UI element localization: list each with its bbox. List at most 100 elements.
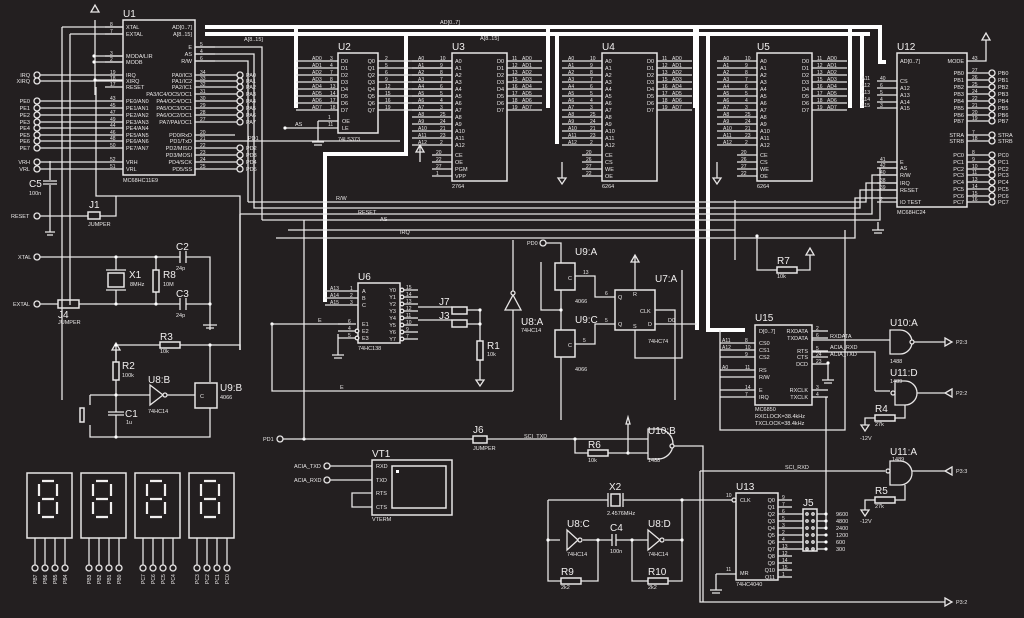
seven-segment-digit (134, 472, 181, 539)
svg-text:CLK: CLK (640, 309, 651, 315)
terminal-label: PC0 (998, 153, 1009, 159)
terminal-pc5[interactable] (988, 185, 996, 193)
terminal-irq[interactable] (33, 71, 41, 79)
acia-rxd-terminal[interactable] (323, 476, 331, 484)
terminal-pa1[interactable] (236, 77, 244, 85)
terminal-stra[interactable] (988, 131, 996, 139)
net-label: A0 (418, 56, 424, 62)
pin-number: 40 (880, 76, 886, 82)
terminal-pb0[interactable] (988, 69, 996, 77)
terminal-pe2[interactable] (33, 111, 41, 119)
xtal-terminal[interactable] (33, 253, 41, 261)
svg-text:PD0: PD0 (527, 241, 538, 247)
terminal-pc4[interactable] (169, 564, 177, 572)
terminal-pb4[interactable] (988, 97, 996, 105)
svg-text:1489: 1489 (890, 379, 902, 385)
terminal-pc1[interactable] (213, 564, 221, 572)
terminal-pb6[interactable] (41, 564, 49, 572)
terminal-pb7[interactable] (988, 117, 996, 125)
pin-name: E (188, 45, 192, 51)
terminal-pe7[interactable] (33, 144, 41, 152)
terminal-pa2[interactable] (236, 83, 244, 91)
baud-label: 4800 (836, 519, 848, 525)
jumper-pin (805, 547, 809, 551)
terminal-pb6[interactable] (988, 111, 996, 119)
terminal-pd3[interactable] (236, 151, 244, 159)
terminal-pd4[interactable] (236, 158, 244, 166)
pin-name: PD2/MISO (166, 146, 193, 152)
pin-name: A7 (605, 108, 612, 114)
terminal-label: PA5 (246, 106, 256, 112)
terminal-pb5[interactable] (988, 104, 996, 112)
terminal-pb1[interactable] (105, 564, 113, 572)
terminal-pb2[interactable] (95, 564, 103, 572)
terminal-pd2[interactable] (236, 144, 244, 152)
baud-label: 600 (836, 540, 845, 546)
terminal-pc7[interactable] (988, 198, 996, 206)
terminal-pb3[interactable] (85, 564, 93, 572)
extal-terminal[interactable] (33, 300, 41, 308)
terminal-pa4[interactable] (236, 97, 244, 105)
pin-name: PE6/AN6 (126, 139, 149, 145)
pin-number: 21 (972, 103, 978, 109)
pin-name: CS (605, 160, 613, 166)
pin-number: 4 (200, 49, 203, 55)
terminal-pe3[interactable] (33, 118, 41, 126)
pin-name: Q7 (768, 547, 775, 553)
terminal-pb4[interactable] (61, 564, 69, 572)
terminal-pb3[interactable] (988, 90, 996, 98)
pin-name: PB0 (954, 71, 964, 77)
terminal-pa0[interactable] (236, 71, 244, 79)
terminal-pb0[interactable] (115, 564, 123, 572)
pin-name: D3 (497, 80, 504, 86)
terminal-pc6[interactable] (988, 192, 996, 200)
terminal-pa5[interactable] (236, 104, 244, 112)
terminal-pc7[interactable] (139, 564, 147, 572)
pin-number: 18 (817, 98, 823, 104)
reset-terminal[interactable] (33, 212, 41, 220)
terminal-pc3[interactable] (988, 171, 996, 179)
pd0-terminal[interactable] (539, 239, 547, 247)
terminal-pb5[interactable] (51, 564, 59, 572)
terminal-pa3[interactable] (236, 90, 244, 98)
net-label: AD6 (522, 98, 532, 104)
j5-jumper-block[interactable] (802, 508, 818, 552)
terminal-pb2[interactable] (988, 83, 996, 91)
pin-number: 41 (880, 157, 886, 163)
terminal-pa6[interactable] (236, 111, 244, 119)
a-bus-label: A[8..15] (480, 36, 499, 42)
j3-jumper[interactable] (451, 319, 468, 328)
terminal-pa7[interactable] (236, 118, 244, 126)
terminal-pb7[interactable] (31, 564, 39, 572)
terminal-pc3[interactable] (193, 564, 201, 572)
pin-name: R/W (759, 375, 771, 381)
acia-txd-terminal[interactable] (323, 462, 331, 470)
terminal-pe5[interactable] (33, 131, 41, 139)
pin-number: 4 (590, 98, 593, 104)
j1-jumper[interactable] (87, 211, 101, 220)
terminal-pc5[interactable] (159, 564, 167, 572)
svg-text:TXCLOCK=38.4kHz: TXCLOCK=38.4kHz (755, 421, 805, 427)
terminal-pe0[interactable] (33, 97, 41, 105)
terminal-pc0[interactable] (223, 564, 231, 572)
terminal-pc2[interactable] (203, 564, 211, 572)
terminal-pc1[interactable] (988, 158, 996, 166)
j7-jumper[interactable] (451, 306, 468, 315)
j6-jumper[interactable] (472, 435, 488, 444)
terminal-pe1[interactable] (33, 104, 41, 112)
terminal-xirq[interactable] (33, 77, 41, 85)
terminal-pc0[interactable] (988, 151, 996, 159)
terminal-pe6[interactable] (33, 137, 41, 145)
pd1-terminal[interactable] (276, 435, 284, 443)
j4-jumper[interactable] (57, 299, 80, 309)
terminal-strb[interactable] (988, 137, 996, 145)
terminal-pc6[interactable] (149, 564, 157, 572)
terminal-pe4[interactable] (33, 124, 41, 132)
terminal-vrl[interactable] (33, 165, 41, 173)
inversion-bubble (399, 322, 405, 328)
terminal-vrh[interactable] (33, 158, 41, 166)
terminal-pd5[interactable] (236, 165, 244, 173)
terminal-pb1[interactable] (988, 76, 996, 84)
terminal-pc4[interactable] (988, 178, 996, 186)
terminal-pc2[interactable] (988, 165, 996, 173)
